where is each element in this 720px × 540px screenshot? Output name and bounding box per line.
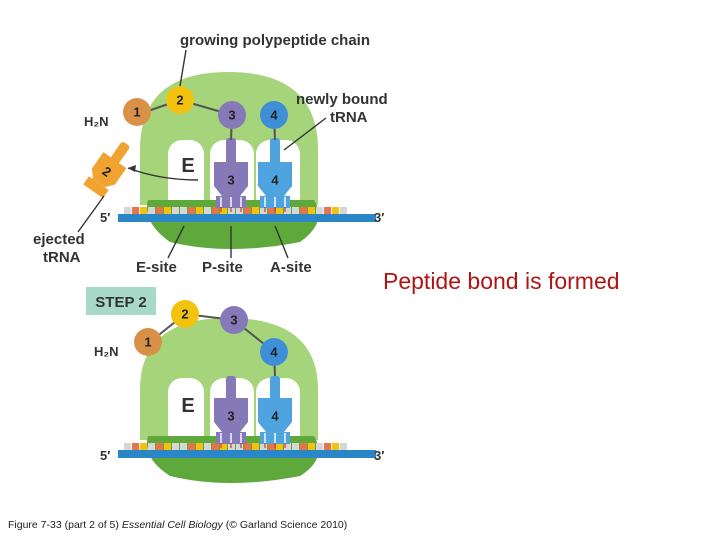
e-site-cavity-2 [168,378,204,448]
ejected-pointer [77,195,105,233]
bead-4-label: 4 [270,108,278,123]
bottom-panel: E 5′ 3′ 3 [94,300,384,483]
e-site-marker: E [181,155,194,177]
a-site-pointer [274,225,289,259]
e-site-marker-2: E [181,395,194,417]
p-site-trna-2: 3 [214,376,248,448]
ejected-label-line1: ejected [33,231,85,248]
growing-chain-pointer [179,49,187,87]
a-trna-number-2: 4 [271,409,279,424]
amino-acid-bead-3 [218,101,246,129]
p-trna-number-2: 3 [227,409,234,424]
newly-bound-label-line1: newly bound [296,91,388,108]
a-site-trna-2: 4 [258,376,292,448]
n-terminus-label: H₂N [84,114,109,129]
mrna-strand-2 [118,450,376,458]
amino-acid-bead-4-b [260,338,288,366]
e-site-cavity [168,140,204,212]
bead-3-b-label: 3 [230,313,237,328]
step-label: STEP 2 [95,294,146,311]
newly-bound-pointer [283,117,327,151]
bead-3-label: 3 [228,108,235,123]
amino-acid-bead-1-b [134,328,162,356]
bead-2-b-label: 2 [181,307,188,322]
e-site-pointer [167,225,185,259]
p-site-trna: 3 [214,138,248,212]
figure-caption: Figure 7-33 (part 2 of 5) Essential Cell… [8,519,347,531]
top-panel: E 5′ 3′ 3 [33,32,388,276]
five-prime-label: 5′ [100,210,110,225]
caption-suffix: (© Garland Science 2010) [225,519,348,531]
bead-1-label: 1 [133,105,140,120]
e-site-label: E-site [136,259,177,276]
amino-acid-bead-3-b [220,306,248,334]
bead-2-label: 2 [176,93,183,108]
a-site-label: A-site [270,259,312,276]
three-prime-label-2: 3′ [374,448,384,463]
a-trna-number: 4 [271,173,279,188]
growing-chain-label: growing polypeptide chain [180,32,370,49]
three-prime-label: 3′ [374,210,384,225]
amino-acid-bead-2-b [171,300,199,328]
mrna-strand [118,214,376,222]
n-terminus-label-2: H₂N [94,344,119,359]
caption-prefix: Figure 7-33 (part 2 of 5) [8,519,119,531]
five-prime-label-2: 5′ [100,448,110,463]
ejected-trna: 2 [83,142,130,199]
step-box [86,287,156,315]
a-site-trna: 4 [258,138,292,212]
p-trna-number: 3 [227,173,234,188]
caption-title: Essential Cell Biology [121,519,223,531]
amino-acid-bead-1 [123,98,151,126]
bead-4-b-label: 4 [270,345,278,360]
bead-1-b-label: 1 [144,335,151,350]
ejected-label-line2: tRNA [43,249,81,266]
amino-acid-bead-4 [260,101,288,129]
amino-acid-bead-2 [166,86,194,114]
headline: Peptide bond is formed [383,268,620,294]
p-site-label: P-site [202,259,243,276]
newly-bound-label-line2: tRNA [330,109,368,126]
